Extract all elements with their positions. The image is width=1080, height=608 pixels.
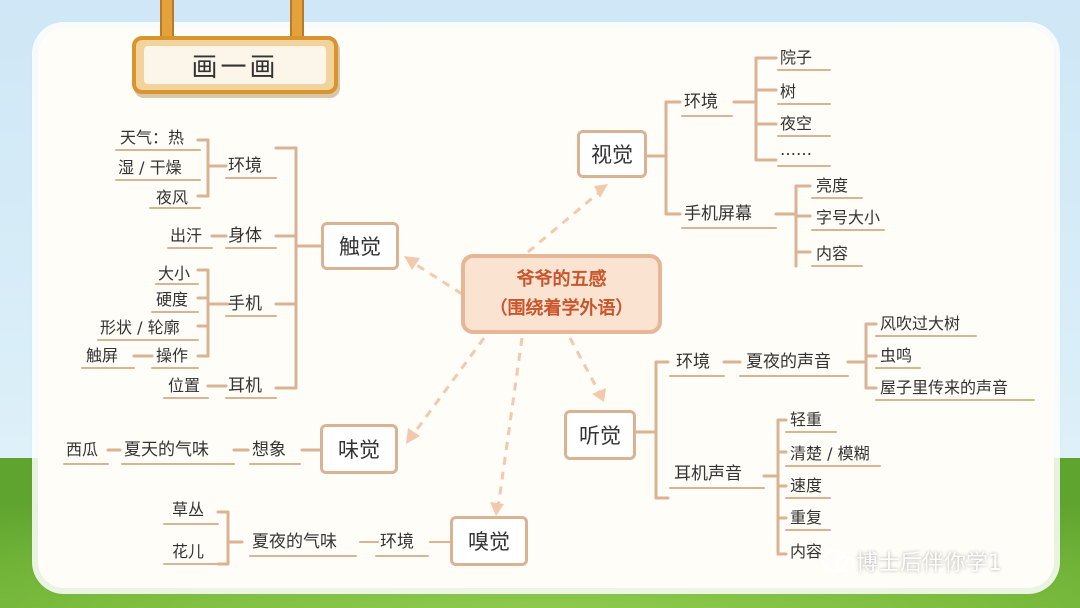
hearing-earphone-item: 重复: [790, 508, 823, 527]
smell-night: 夏夜的气味: [252, 532, 337, 552]
touch-phone-item: 硬度: [156, 290, 189, 309]
smell-item: 草丛: [172, 500, 205, 519]
touch-trunk: [274, 146, 324, 390]
touch-phone-branch: [196, 268, 230, 358]
sight-screen-item: 字号大小: [816, 208, 881, 227]
hearing-env-item: 屋子里传来的声音: [880, 378, 1009, 397]
title-sign: 画一画: [132, 36, 338, 94]
arrow-to-sight: [527, 188, 603, 254]
touch-earphone-item: 位置: [168, 376, 201, 395]
taste-summer: 夏天的气味: [124, 440, 209, 460]
center-arrows: [410, 188, 603, 509]
arrow-heads: [404, 184, 608, 516]
sight-env-item: 院子: [780, 48, 813, 67]
touch-earphone-label: 耳机: [228, 376, 262, 396]
touch-phone-label: 手机: [228, 294, 262, 314]
sight-underlines: [681, 69, 885, 267]
sight-env-item: 夜空: [780, 114, 813, 133]
node-touch: 触觉: [321, 222, 399, 270]
center-topic: 爷爷的五感 （围绕着学外语）: [461, 254, 662, 334]
hearing-earphone-item: 轻重: [790, 410, 823, 429]
hearing-earphone-label: 耳机声音: [674, 464, 742, 484]
touch-phone-item: 操作: [156, 346, 189, 365]
hearing-env-branch: [722, 322, 878, 390]
arrowhead-hearing: [592, 388, 606, 402]
watermark-text: 博士后伴你学1: [856, 551, 1002, 576]
center-title: 爷爷的五感: [516, 269, 607, 290]
touch-phone-item: 大小: [158, 264, 191, 283]
hearing-trunk: [634, 360, 670, 500]
hearing-env-label: 环境: [676, 352, 710, 372]
touch-phone-item: 形状 / 轮廓: [100, 318, 180, 337]
arrowhead-taste: [406, 428, 420, 444]
touch-env-label: 环境: [228, 156, 262, 176]
arrow-to-taste: [410, 337, 486, 437]
arrowhead-smell: [490, 502, 504, 516]
sight-screen-item: 内容: [816, 244, 849, 263]
touch-env-branch: [196, 138, 228, 198]
sight-screen-label: 手机屏幕: [684, 204, 752, 224]
arrow-to-smell: [496, 337, 524, 509]
node-sight: 视觉: [577, 130, 647, 178]
center-subtitle: （围绕着学外语）: [489, 298, 634, 319]
sight-screen-item: 亮度: [816, 176, 849, 195]
hearing-earphone-branch: [762, 418, 788, 556]
wechat-icon: [822, 550, 854, 572]
taste-melon: 西瓜: [66, 440, 99, 459]
hearing-earphone-item: 清楚 / 模糊: [790, 444, 870, 463]
taste-imagine: 想象: [252, 440, 286, 460]
hearing-env-item: 虫鸣: [880, 346, 913, 365]
sight-trunk: [646, 100, 682, 216]
watermark: 博士后伴你学1: [822, 546, 1002, 576]
hearing-earphone-item: 内容: [790, 542, 823, 561]
tree-lines: [63, 56, 1035, 566]
touch-env-item: 夜风: [156, 188, 189, 207]
hearing-underlines: [669, 335, 1035, 531]
touch-env-item: 天气：热: [120, 128, 185, 147]
arrow-to-touch: [411, 260, 463, 296]
sight-env-item: ……: [780, 140, 812, 159]
arrowhead-touch: [404, 256, 420, 270]
hearing-earphone-item: 速度: [790, 476, 823, 495]
hearing-env-item: 风吹过大树: [880, 314, 961, 333]
arrow-to-hearing: [568, 337, 602, 395]
hearing-env-night: 夏夜的声音: [746, 352, 831, 372]
smell-links: [249, 541, 451, 557]
smell-night-branch: [216, 510, 244, 566]
arrowhead-sight: [594, 184, 608, 198]
node-taste: 味觉: [320, 424, 398, 474]
touch-body-item: 出汗: [170, 226, 203, 245]
sight-screen-branch: [774, 184, 812, 268]
smell-underlines: [163, 523, 219, 565]
node-hearing: 听觉: [564, 410, 636, 460]
touch-body-label: 身体: [228, 226, 262, 246]
smell-item: 花儿: [172, 542, 205, 561]
smell-env: 环境: [380, 532, 414, 552]
sight-env-label: 环境: [684, 92, 718, 112]
sight-env-item: 树: [780, 82, 797, 101]
node-smell: 嗅觉: [450, 516, 528, 566]
touch-underlines: [81, 149, 277, 399]
touch-env-item: 湿 / 干燥: [118, 158, 182, 177]
page-title: 画一画: [144, 46, 326, 84]
sight-env-branch: [732, 56, 778, 162]
touch-phone-sub: 触屏: [86, 346, 119, 365]
